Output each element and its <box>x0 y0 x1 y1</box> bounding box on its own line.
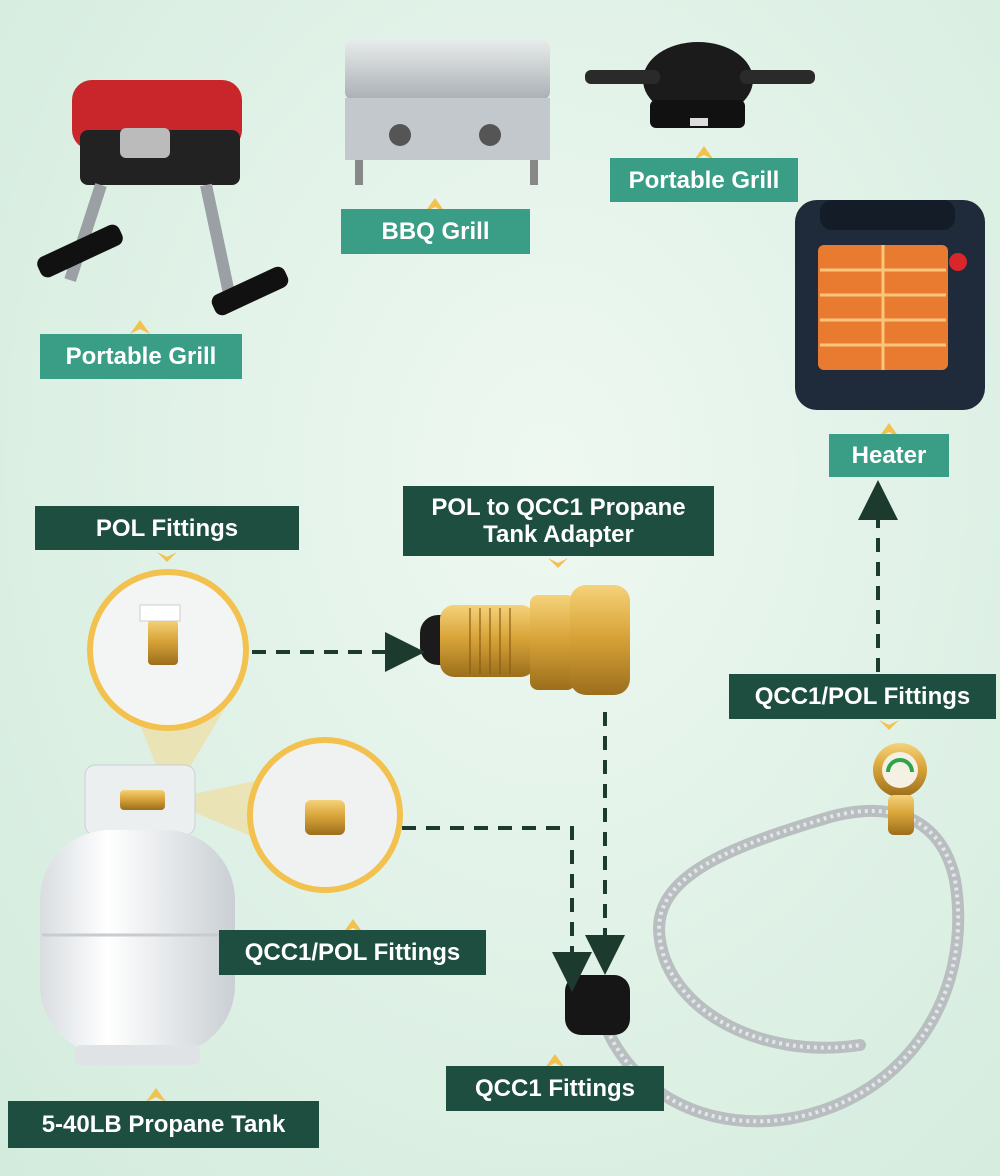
label-qcc1-pol-fittings-tank: QCC1/POL Fittings <box>219 930 486 975</box>
portable-grill-right-image <box>585 42 815 128</box>
label-pol-to-qcc1-adapter: POL to QCC1 Propane Tank Adapter <box>403 486 714 556</box>
label-pol-fittings: POL Fittings <box>35 506 299 550</box>
portable-grill-left-image <box>37 80 289 316</box>
pol-fitting-zoom <box>87 569 249 800</box>
label-markers <box>130 146 899 1102</box>
flow-arrows <box>252 480 898 992</box>
label-propane-tank: 5-40LB Propane Tank <box>8 1101 319 1148</box>
label-bbq-grill: BBQ Grill <box>341 209 530 254</box>
label-qcc1-fittings: QCC1 Fittings <box>446 1066 664 1111</box>
label-portable-grill-left: Portable Grill <box>40 334 242 379</box>
heater-image <box>795 200 985 410</box>
pol-to-qcc1-adapter-image <box>420 585 630 695</box>
label-portable-grill-right: Portable Grill <box>610 158 798 202</box>
hose-image <box>565 743 965 1128</box>
arrow-tank-to-qcc1 <box>402 826 592 992</box>
label-qcc1-pol-fittings-right: QCC1/POL Fittings <box>729 674 996 719</box>
label-heater: Heater <box>829 434 949 477</box>
propane-tank-image <box>40 764 235 1065</box>
bbq-grill-image <box>345 40 550 185</box>
